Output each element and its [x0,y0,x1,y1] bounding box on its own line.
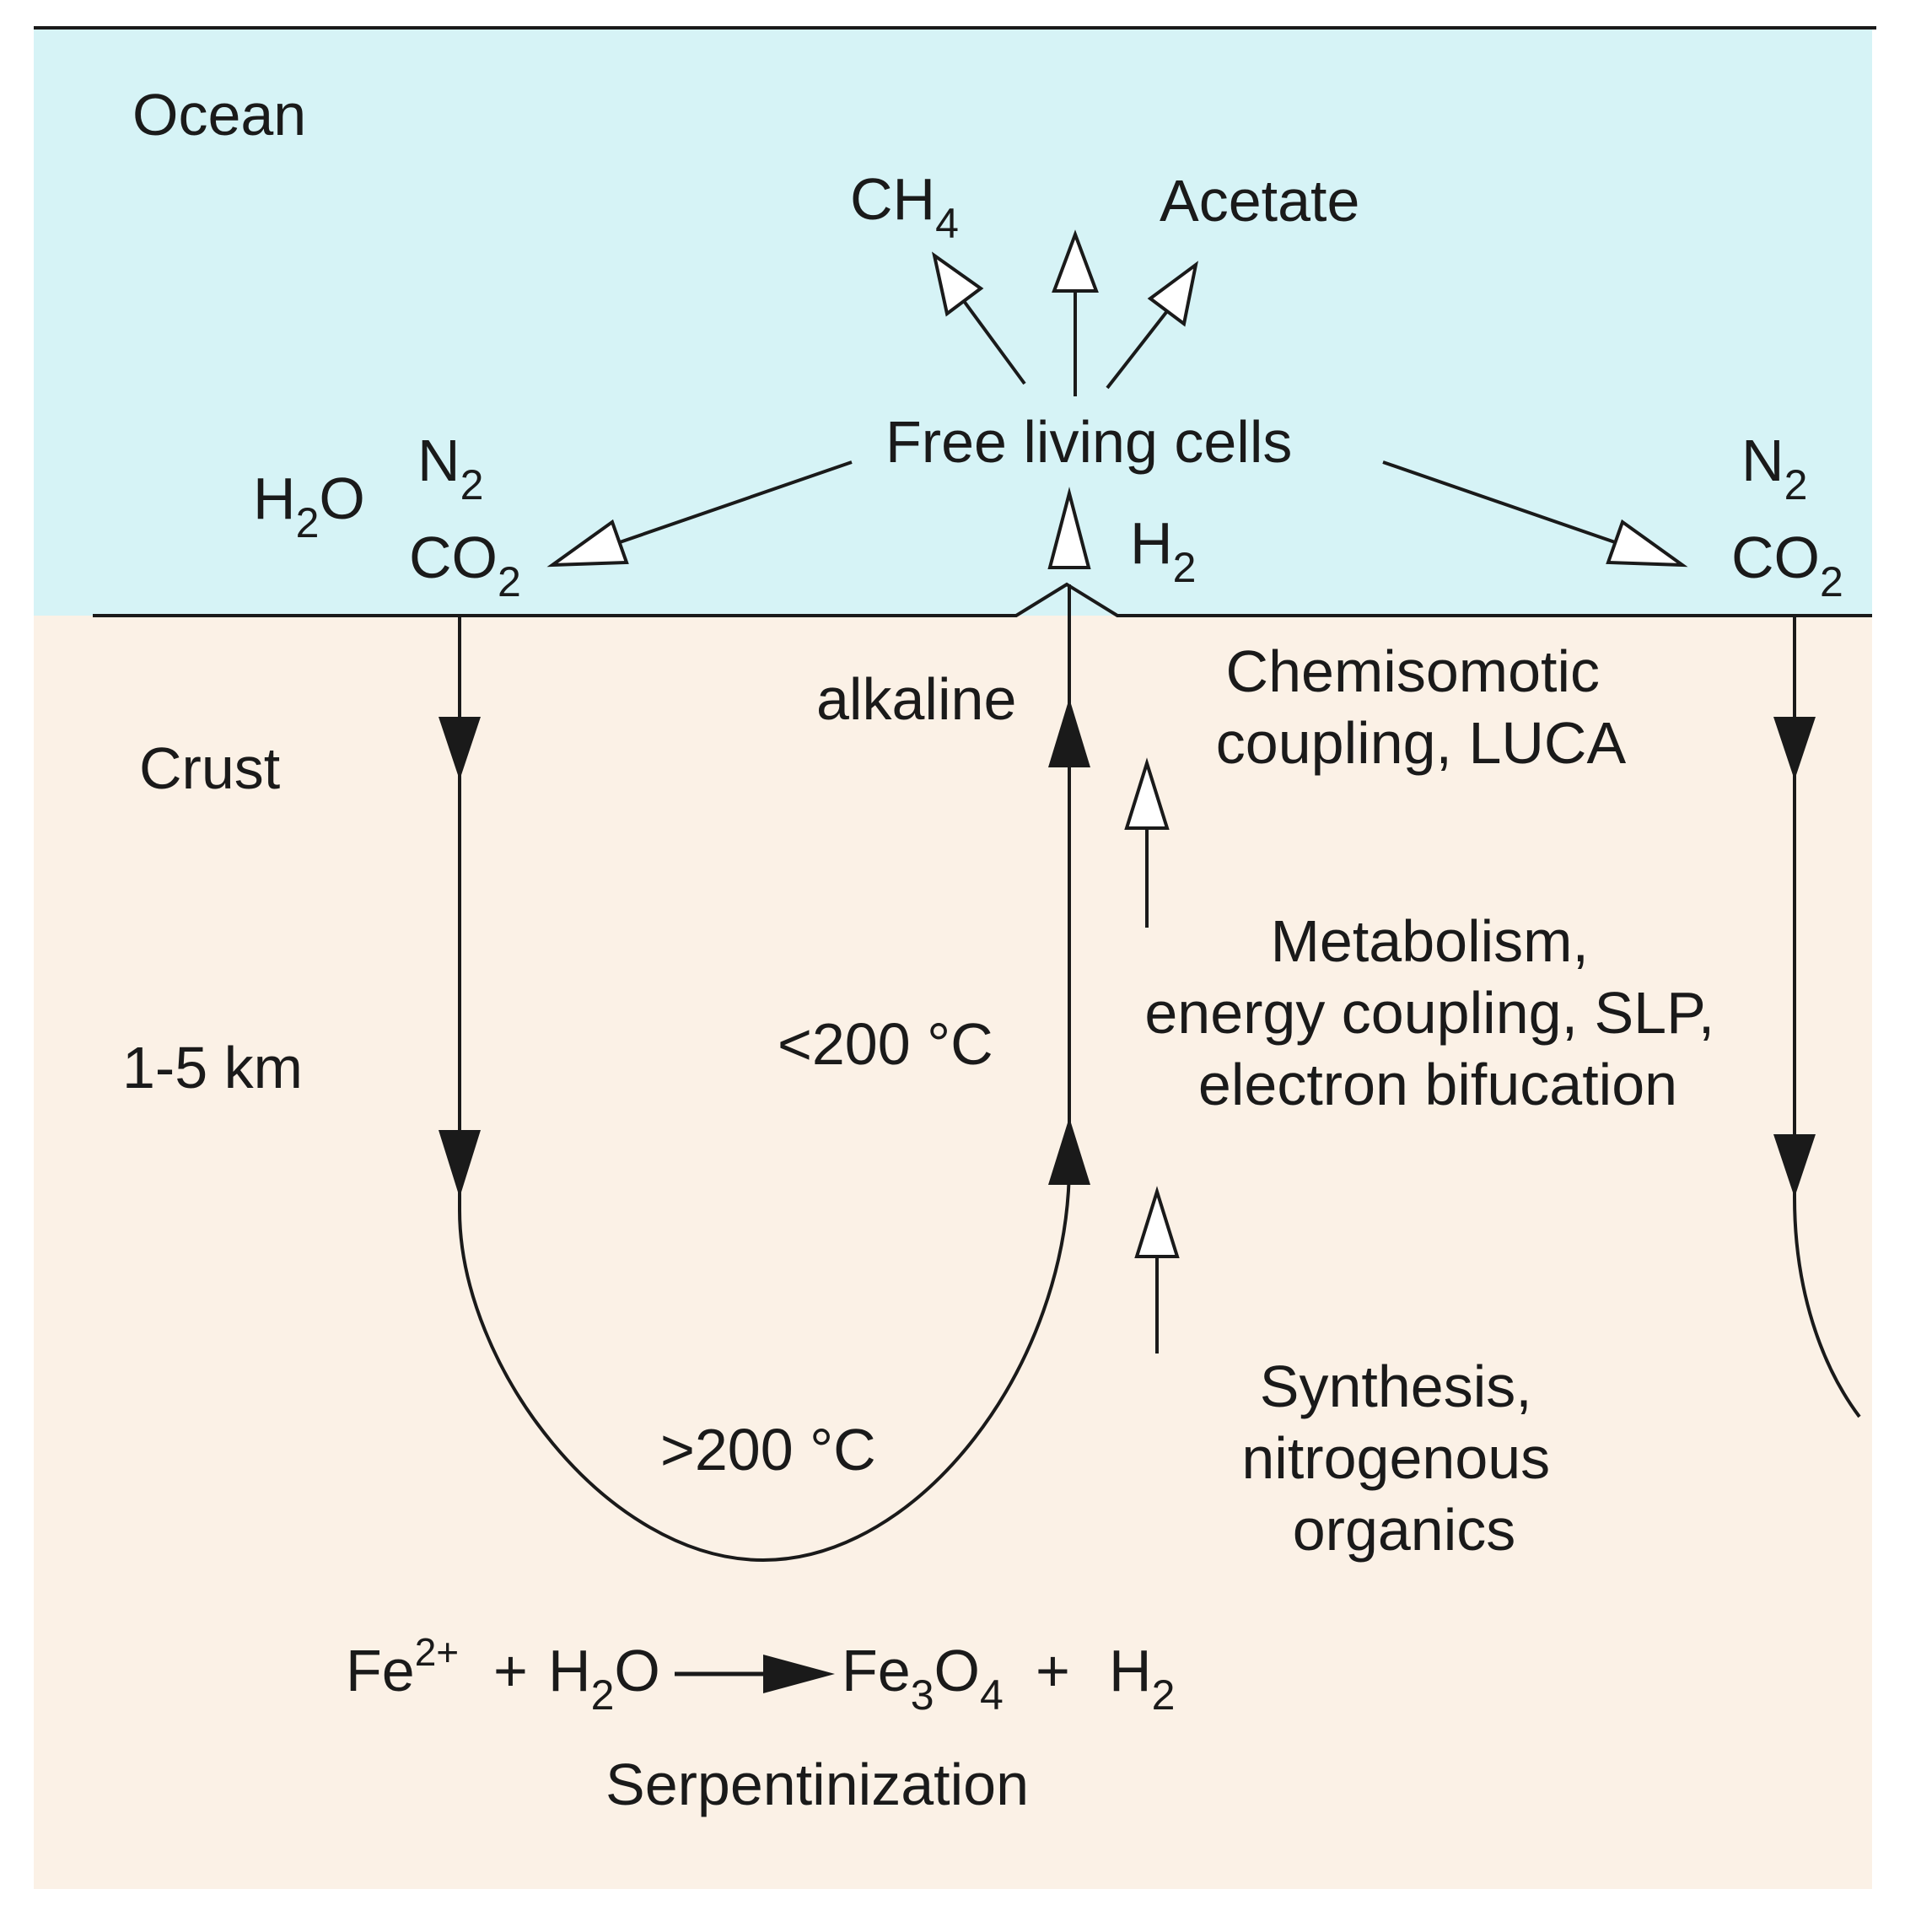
reaction-water-label: H2O [548,1638,660,1719]
alkaline-label: alkaline [816,666,1016,732]
reaction-plus-1: + [493,1638,528,1703]
left-nitrogen-label: N2 [417,428,483,509]
right-downflow-arrowhead-lower [1773,1134,1816,1197]
vent-hydrogen-label: H2 [1130,510,1196,591]
crust-zone [34,616,1872,1889]
reaction-arrowhead [763,1655,835,1693]
seafloor-line [93,582,1872,617]
right-nitrogen-label: N2 [1741,428,1807,509]
serpentinization-label: Serpentinization [605,1752,1029,1817]
right-recharge-flow [1793,616,1861,1418]
reaction-plus-2: + [1036,1638,1070,1703]
right-downflow-arrowhead-upper [1773,717,1816,780]
metabolism-label: Metabolism, energy coupling, SLP, electr… [1144,908,1730,1117]
circulation-loop [458,584,1071,1563]
depth-label: 1-5 km [122,1035,303,1101]
reaction-hydrogen-label: H2 [1109,1638,1175,1719]
methane-label: CH4 [850,166,959,247]
serpentinization-reaction: Fe2+ + H2O Fe3O4 + H2 Serpentinization [346,1630,1175,1817]
high-temperature-label: >200 °C [660,1417,876,1483]
upflow-arrowhead-upper [1048,698,1090,767]
upflow-arrowhead-lower [1048,1117,1090,1185]
right-co2-label: CO2 [1731,525,1843,605]
ocean-zone [34,30,1872,616]
ocean-label: Ocean [132,82,306,148]
synthesis-label: Synthesis, nitrogenous organics [1241,1353,1566,1563]
downflow-arrowhead-lower [439,1130,481,1197]
low-temperature-label: <200 °C [778,1011,993,1077]
cycling-arrows [546,460,1688,568]
downflow-arrowhead-upper [439,717,481,780]
crust-label: Crust [139,735,280,801]
left-co2-label: CO2 [409,525,521,605]
water-label: H2O [253,466,365,546]
product-arrows [931,229,1198,396]
stage-arrows [1124,757,1180,1353]
magnetite-label: Fe3O4 [842,1638,1004,1719]
chemiosmotic-label: Chemisomotic coupling, LUCA [1216,638,1627,776]
ferrous-iron-label: Fe2+ [346,1630,459,1703]
hydrogen-arrow [1047,487,1091,569]
acetate-label: Acetate [1160,168,1359,234]
free-living-cells-label: Free living cells [885,409,1292,475]
